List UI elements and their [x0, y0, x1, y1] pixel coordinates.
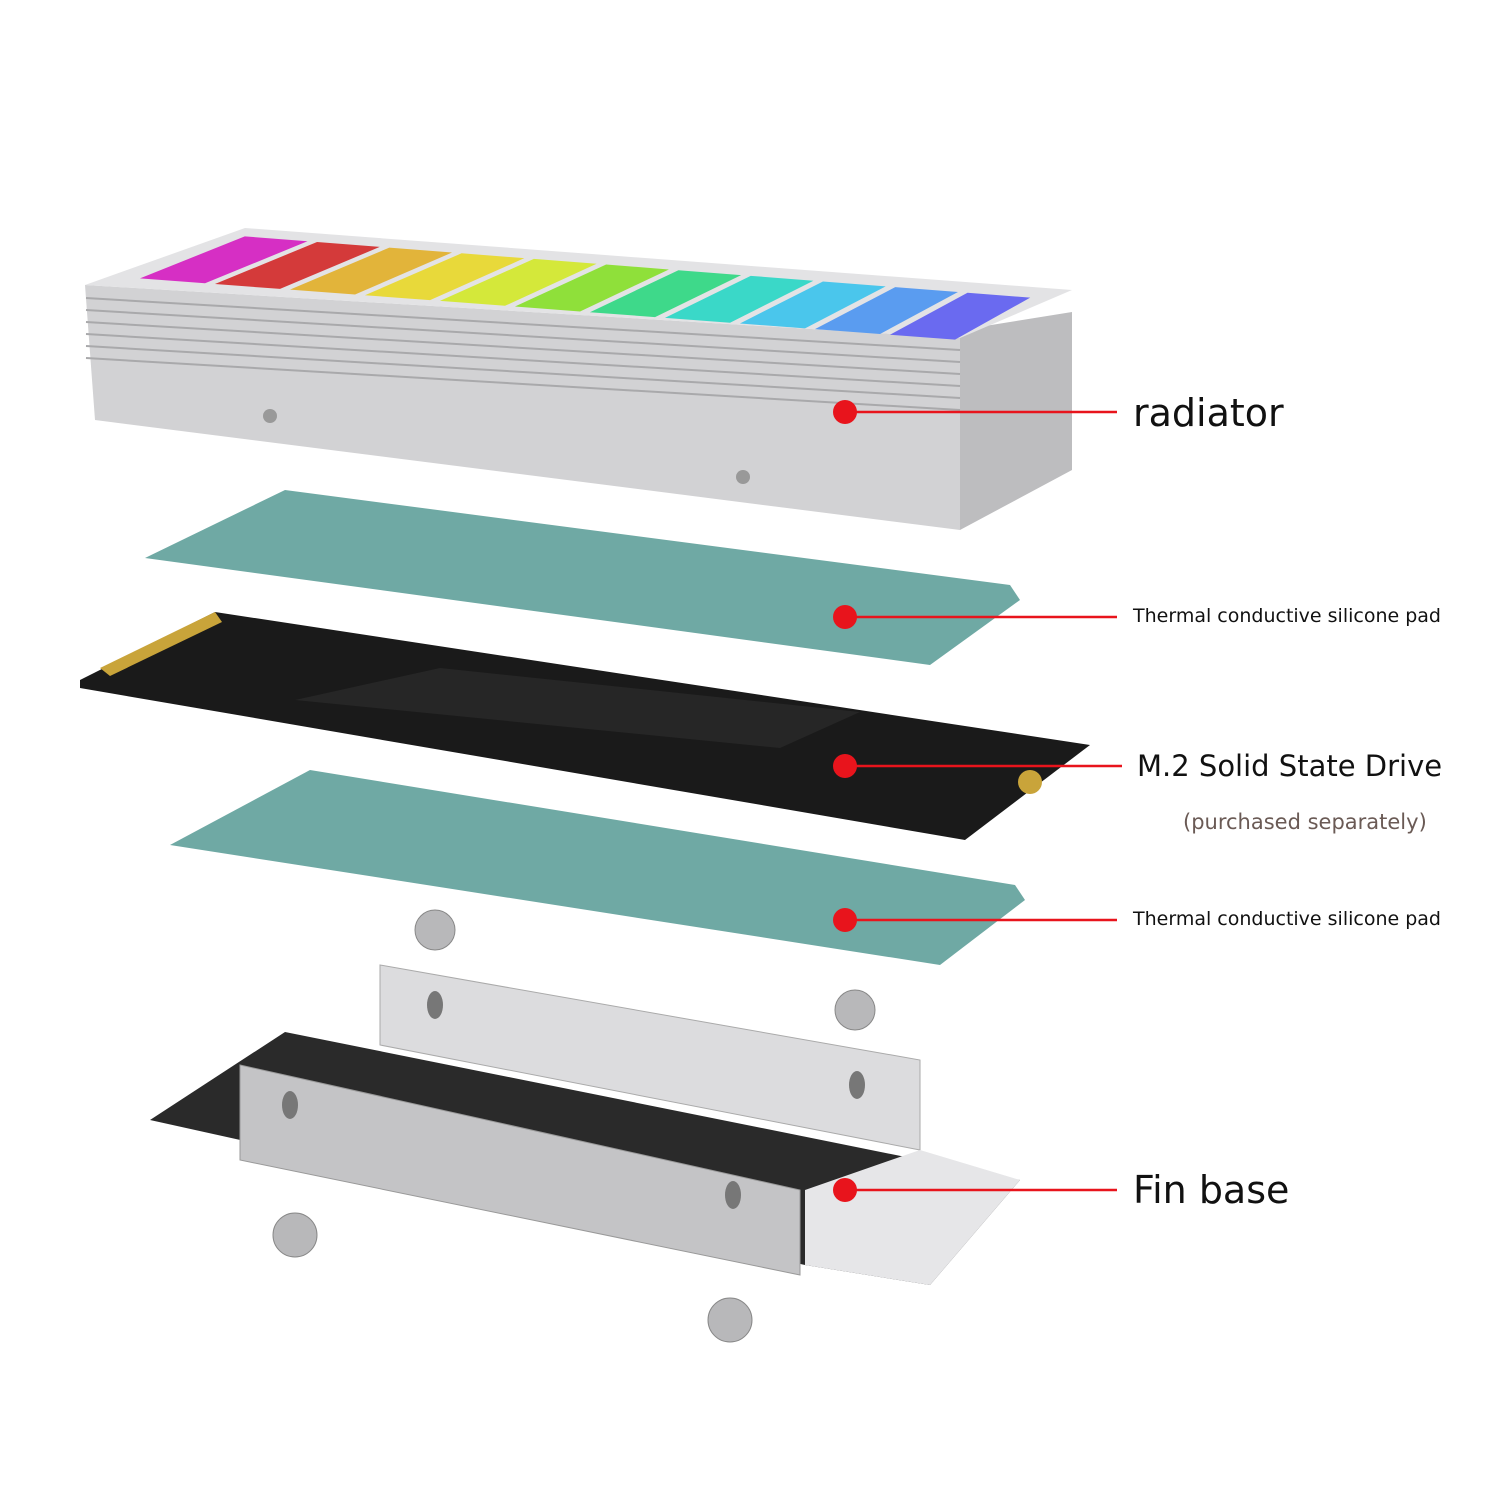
screw-icon	[414, 909, 456, 951]
label-ssd-note: (purchased separately)	[1183, 810, 1427, 834]
radiator-screw-hole	[736, 470, 750, 484]
screw-icon	[707, 1297, 753, 1343]
radiator	[85, 228, 1072, 530]
callout-ssd	[833, 754, 1122, 778]
ssd-gold-connector	[100, 612, 222, 676]
m2-ssd	[80, 612, 1090, 840]
radiator-fins	[85, 297, 961, 411]
rgb-segment	[439, 258, 597, 306]
label-ssd: M.2 Solid State Drive	[1137, 749, 1443, 783]
label-fin-base: Fin base	[1133, 1168, 1290, 1212]
screws	[272, 909, 876, 1343]
rgb-segment	[814, 287, 958, 334]
callout-pad-bottom	[833, 908, 1117, 932]
callout-pad-top	[833, 605, 1117, 629]
rgb-segment	[664, 275, 814, 323]
label-pad-top: Thermal conductive silicone pad	[1133, 605, 1441, 627]
thermal-pad-bottom	[170, 770, 1025, 965]
rgb-segment	[589, 270, 742, 318]
rgb-segment	[889, 292, 1031, 340]
radiator-side-face	[960, 312, 1072, 530]
rgb-segment	[364, 253, 525, 301]
fin-base	[150, 964, 1020, 1285]
rgb-light-strip	[139, 236, 1031, 340]
label-pad-bottom: Thermal conductive silicone pad	[1133, 908, 1441, 930]
rgb-segment	[739, 281, 886, 329]
rgb-segment	[214, 242, 380, 289]
callout-radiator	[833, 400, 1117, 424]
rgb-segment	[139, 236, 308, 284]
screw-icon	[272, 1212, 318, 1258]
ssd-screw-notch	[1018, 770, 1042, 794]
radiator-screw-hole	[263, 409, 277, 423]
thermal-pad-top	[145, 490, 1020, 665]
rgb-segment	[289, 247, 453, 295]
callout-fin-base	[833, 1178, 1117, 1202]
screw-icon	[834, 989, 876, 1031]
label-radiator: radiator	[1133, 391, 1284, 435]
rgb-segment	[514, 264, 669, 312]
